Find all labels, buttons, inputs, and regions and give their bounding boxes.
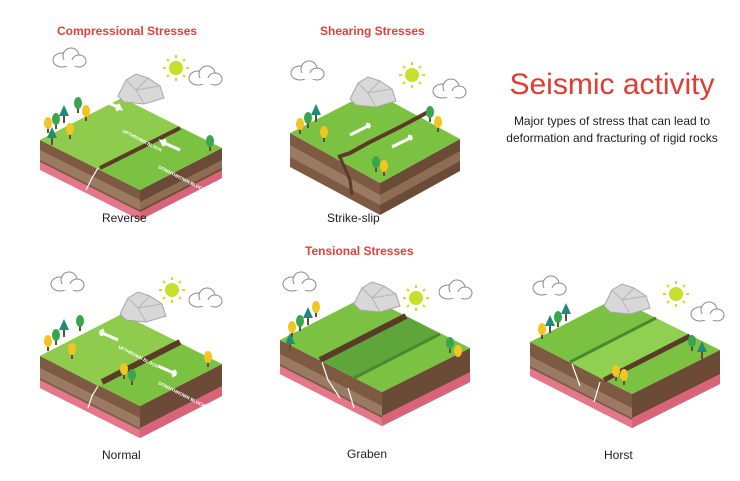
page-title: Seismic activity — [509, 68, 715, 101]
heading-tensional: Tensional Stresses — [305, 244, 414, 258]
normal-fault-block: UPTHROWN BLOCK DOWNTHROWN BLOCK — [40, 271, 223, 438]
strike-slip-caption: Strike-slip — [327, 211, 380, 225]
horst-fault-block — [530, 275, 725, 428]
page-subtitle: Major types of stress that can lead to d… — [506, 114, 718, 145]
normal-caption: Normal — [102, 448, 141, 462]
graben-caption: Graben — [347, 447, 388, 461]
horst-caption: Horst — [604, 448, 633, 462]
strike-slip-fault-block — [290, 60, 467, 215]
reverse-caption: Reverse — [102, 211, 147, 225]
graben-fault-block — [280, 271, 473, 426]
heading-compressional: Compressional Stresses — [57, 24, 198, 38]
heading-shearing: Shearing Stresses — [320, 24, 425, 38]
reverse-fault-block: UPTHROWN BLOCK DOWNTHROWN BLOCK — [40, 47, 223, 220]
